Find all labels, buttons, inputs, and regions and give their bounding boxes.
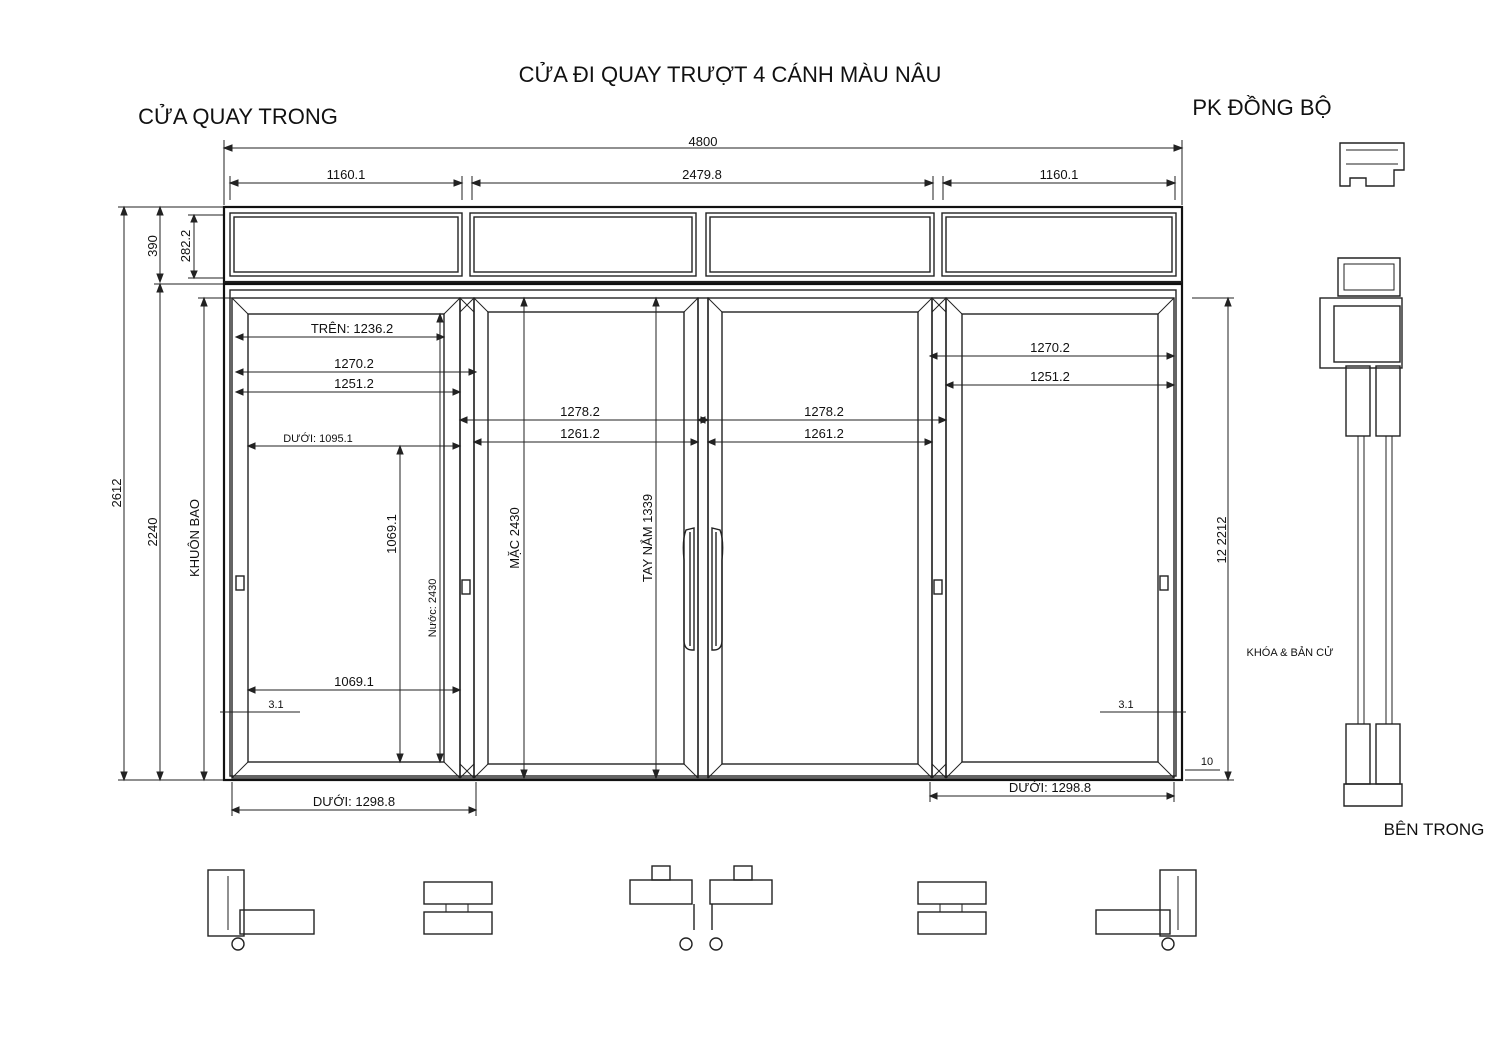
drawing-title: CỬA ĐI QUAY TRƯỢT 4 CÁNH MÀU NÂU	[519, 62, 942, 87]
dim-gap-left: 3.1	[268, 699, 283, 711]
panel-1-dimensions: TRÊN: 1236.2 1270.2 1251.2 DƯỚI: 1095.1 …	[220, 312, 478, 816]
dim-mac: MẶC 2430	[507, 507, 522, 568]
right-dimensions: 12 2212 10	[1185, 296, 1234, 782]
side-section: KHÓA & BẢN CỬ	[1246, 142, 1405, 807]
door-frame	[222, 282, 1184, 782]
dim-left-top: TRÊN: 1236.2	[311, 321, 393, 336]
center-dimensions: 1278.2 1261.2 1278.2 1261.2 MẶC 2430 TAY…	[458, 296, 948, 780]
dim-transom-outer: 390	[145, 235, 160, 257]
accessory-label: PK ĐỒNG BỘ	[1192, 95, 1331, 120]
panel-4	[945, 297, 1175, 779]
dim-bottom-gap: 10	[1201, 756, 1213, 768]
dim-nuoc: Nước: 2430	[427, 579, 439, 638]
dim-door-height: 2240	[145, 518, 160, 547]
dim-gap-right: 3.1	[1118, 699, 1133, 711]
dim-center-w1b: 1278.2	[804, 404, 844, 419]
panel-2	[459, 297, 699, 779]
dim-right-height: 12 2212	[1214, 517, 1229, 564]
profile-sections	[207, 865, 1197, 951]
dim-left-w1: 1270.2	[334, 356, 374, 371]
dim-khuon-bao: KHUÔN BAO	[187, 499, 202, 577]
left-dimensions: 2612 390 282.2 2240 KHUÔN BAO	[109, 205, 232, 782]
dim-total-height: 2612	[109, 479, 124, 508]
panel-3	[707, 297, 947, 779]
dim-center-w2b: 1261.2	[804, 426, 844, 441]
dim-left-v1: 1069.1	[384, 514, 399, 554]
lock-label: KHÓA & BẢN CỬ	[1246, 646, 1333, 659]
dim-panel-center: 2479.8	[682, 167, 722, 182]
dim-panel-right: 1160.1	[1040, 167, 1079, 182]
inside-label: BÊN TRONG	[1384, 820, 1485, 839]
panel-4-dimensions: 1270.2 1251.2 3.1 DƯỚI: 1298.8	[928, 340, 1186, 802]
dim-left-h-bottom: 1069.1	[334, 674, 374, 689]
top-dimensions: 4800 1160.1 2479.8 1160.1	[222, 134, 1184, 205]
dim-left-bottom-inner: DƯỚI: 1095.1	[283, 432, 353, 445]
dim-panel-left: 1160.1	[327, 167, 366, 182]
dim-right-bottom: DƯỚI: 1298.8	[1009, 780, 1091, 795]
dim-total-width: 4800	[689, 134, 718, 149]
dim-tay-nam: TAY NẮM 1339	[640, 494, 655, 582]
transom	[222, 205, 1184, 284]
dim-center-w2a: 1261.2	[560, 426, 600, 441]
dim-center-w1a: 1278.2	[560, 404, 600, 419]
door-handles	[682, 297, 724, 779]
dim-right-w1: 1270.2	[1030, 340, 1070, 355]
dim-transom-inner: 282.2	[178, 230, 193, 263]
dim-right-w2: 1251.2	[1030, 369, 1070, 384]
left-door-label: CỬA QUAY TRONG	[138, 104, 338, 129]
dim-left-w2: 1251.2	[334, 376, 374, 391]
dim-left-bottom: DƯỚI: 1298.8	[313, 794, 395, 809]
